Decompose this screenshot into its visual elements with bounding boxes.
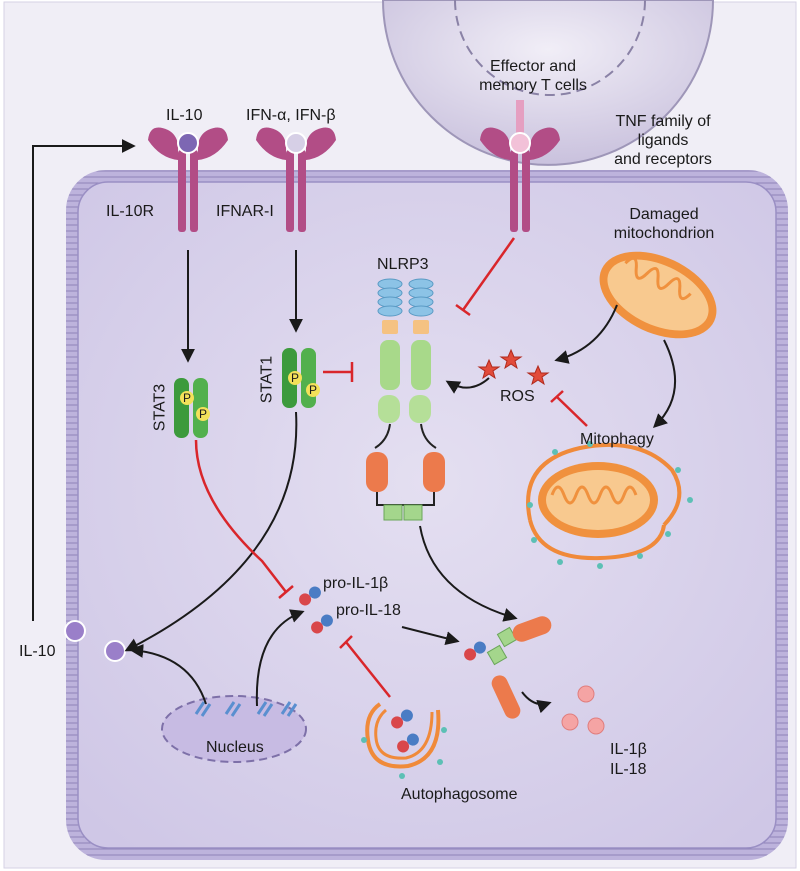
mitophagy-mitochondrion: [526, 441, 693, 569]
il10-ligand: [177, 132, 199, 154]
stat1-dimer: [282, 348, 320, 408]
damaged-mitochondrion: [599, 251, 717, 339]
phospho-stat1-a: P: [291, 371, 300, 385]
phospho-stat3-b: P: [199, 407, 208, 421]
autophagosome-label: Autophagosome: [401, 786, 518, 803]
cleavage-complex: [464, 616, 552, 719]
nucleus-label: Nucleus: [206, 739, 264, 756]
il10-left-label: IL-10: [19, 643, 56, 660]
mature-cytokines: [561, 685, 605, 735]
pro-il1b-label: pro-IL-1β: [323, 575, 389, 592]
nlrp3-complex: [366, 278, 445, 521]
il10-secreted: [64, 620, 86, 642]
phospho-stat1-b: P: [309, 383, 318, 397]
il10-intracellular: [104, 640, 126, 662]
activation-arrows: [32, 139, 677, 714]
stat1-label: STAT1: [258, 355, 276, 404]
phospho-stat3-a: P: [183, 391, 192, 405]
stat3-label: STAT3: [151, 383, 169, 432]
t-cell: [381, 0, 715, 166]
ifnar-receptor: [256, 127, 336, 232]
mitophagy-label: Mitophagy: [580, 431, 654, 448]
nlrp3-label: NLRP3: [377, 256, 429, 273]
ifnar-label: IFNAR-I: [216, 203, 274, 220]
autophagosome: [361, 702, 447, 779]
pro-il18-label: pro-IL-18: [336, 602, 401, 619]
tnf-ligand: [509, 132, 531, 154]
il10r-label: IL-10R: [106, 203, 155, 220]
ros-label: ROS: [500, 388, 535, 405]
pro-il1b-molecule: [299, 586, 321, 606]
il1b-label: IL-1β: [610, 741, 647, 758]
ros-stars: [477, 348, 550, 386]
ifn-ligand: [285, 132, 307, 154]
il18-label: IL-18: [610, 761, 647, 778]
il10-top-label: IL-10: [166, 107, 203, 124]
tnf-receptor: [480, 100, 560, 232]
stat3-dimer: [174, 378, 210, 438]
nucleus: [161, 695, 307, 763]
ifn-label: IFN-α, IFN-β: [246, 107, 336, 124]
il10-receptor: [148, 127, 228, 232]
inhibition-lines: [194, 237, 588, 698]
pro-il18-molecule: [311, 614, 333, 634]
cell: [66, 170, 788, 860]
